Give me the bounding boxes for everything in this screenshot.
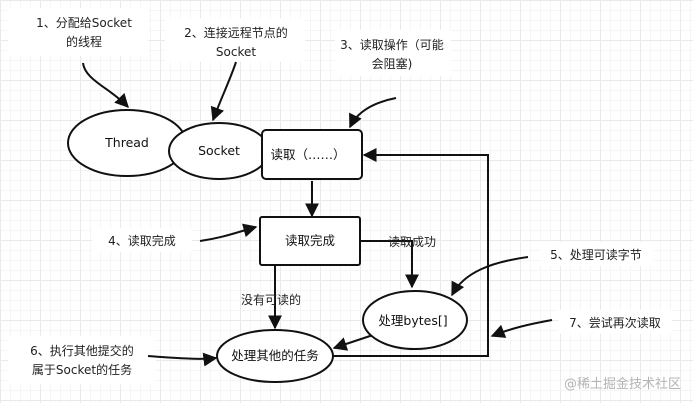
watermark: @稀土掘金技术社区 [564,376,681,392]
arrow-annotation-3 [349,97,397,129]
process-bytes-node-label: 处理bytes[] [378,313,447,328]
annotation-2-line-1: 2、连接远程节点的 [184,25,288,40]
annotation-3-line-1: 3、读取操作（可能 [340,37,444,52]
read-done-node-label: 读取完成 [285,233,335,248]
other-tasks-node-label: 处理其他的任务 [231,348,319,363]
annotation-6-line-1: 6、执行其他提交的 [30,343,134,358]
edge-loop-back-to-read [332,148,489,357]
arrow-annotation-5 [451,256,529,297]
arrow-annotation-7 [490,319,553,338]
arrow-annotation-1 [82,62,129,109]
process-bytes-node [362,290,468,350]
arrow-annotation-6 [147,352,218,367]
annotation-6-line-2: 属于Socket的任务 [32,362,132,377]
edge-done-to-process [360,240,419,289]
edge-label-read-success: 读取成功 [388,235,436,249]
thread-node-label: Thread [104,135,149,150]
annotation-4: 4、读取完成 [108,233,176,248]
annotation-1-line-2: 的线程 [66,34,102,49]
read-node-label: 读取（……） [270,147,345,162]
read-done-node [259,216,361,266]
arrow-annotation-2 [210,61,237,122]
arrow-annotation-4 [199,223,258,242]
socket-node-label: Socket [198,143,240,158]
annotation-7: 7、尝试再次读取 [569,315,661,330]
edge-process-to-other [332,333,377,351]
read-node [261,129,363,180]
annotation-5: 5、处理可读字节 [550,247,642,262]
other-tasks-node [216,329,334,383]
annotation-3-line-2: 会阻塞) [372,56,413,71]
edge-label-nothing-readable: 没有可读的 [241,292,301,307]
annotation-1-line-1: 1、分配给Socket [36,16,132,30]
annotation-2-line-2: Socket [216,45,256,59]
